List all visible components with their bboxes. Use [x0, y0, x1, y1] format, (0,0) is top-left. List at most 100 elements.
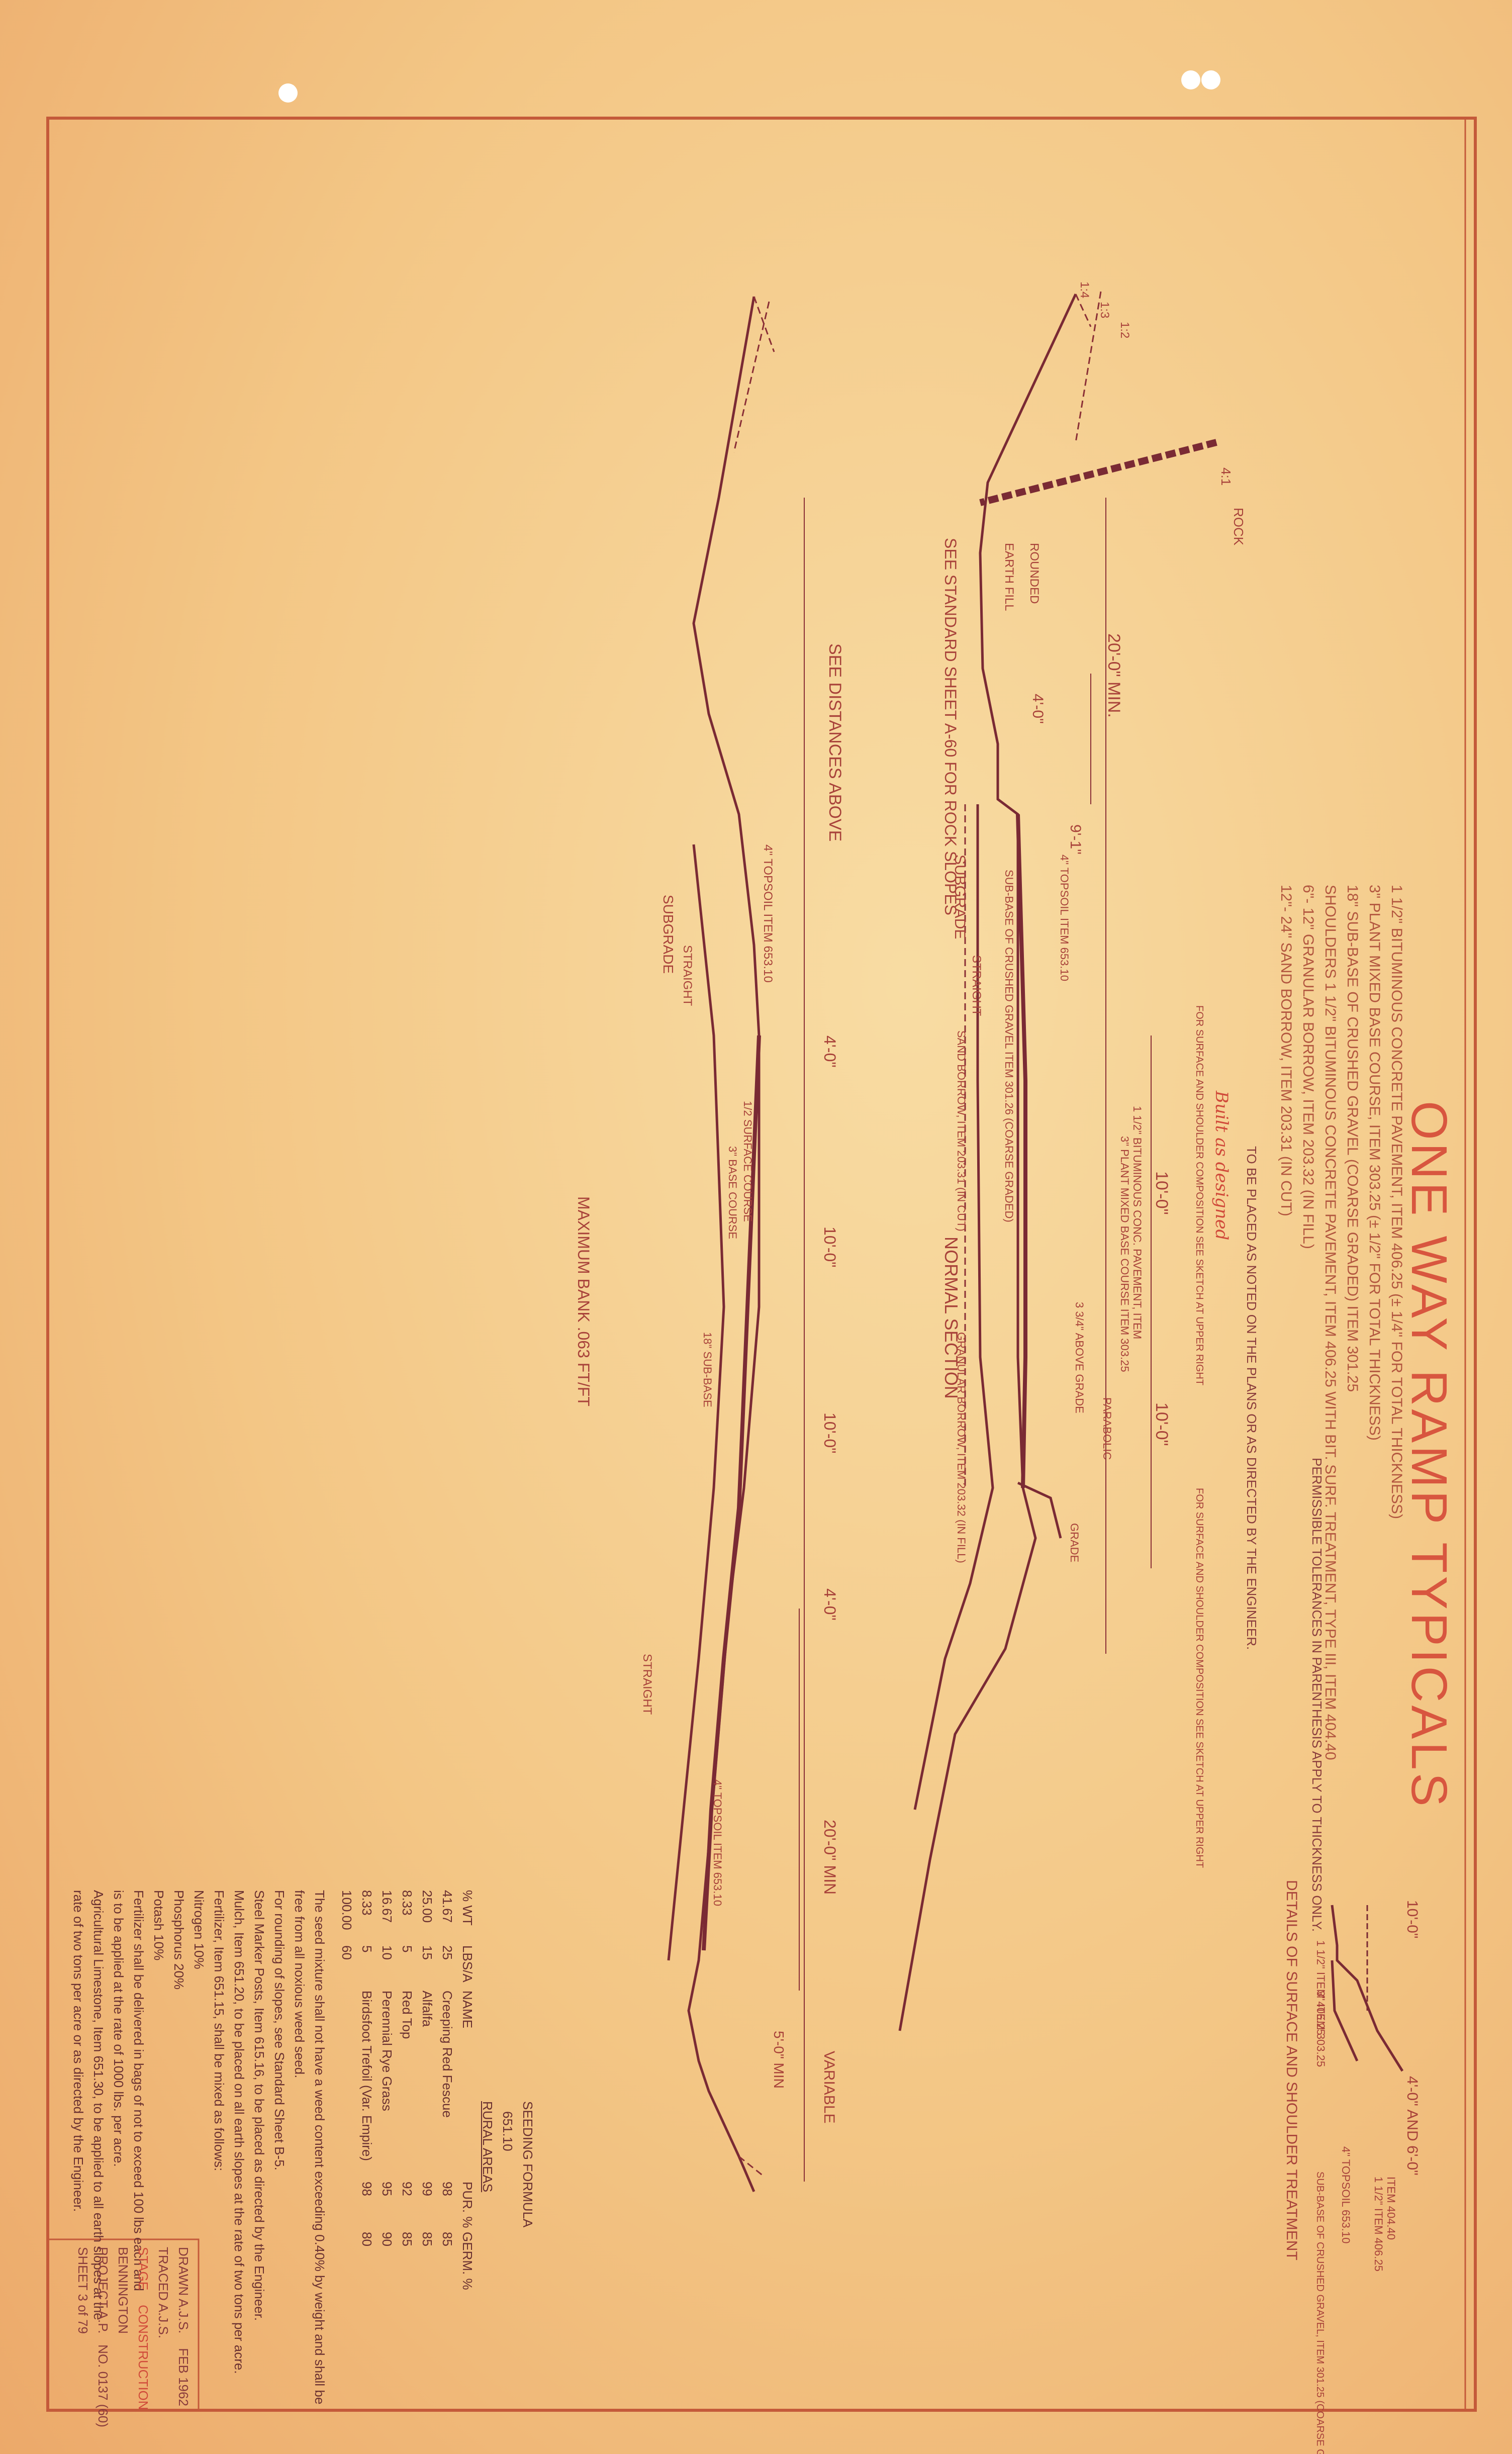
bank-section-subgrade-line	[667, 844, 725, 1961]
bank-topsoil-label: 4" TOPSOIL ITEM 653.10	[761, 844, 775, 983]
details-title: DETAILS OF SURFACE AND SHOULDER TREATMEN…	[1283, 1880, 1300, 2260]
bank-min-5-label: 5'-0" MIN	[771, 2031, 787, 2089]
detail-item-303-label: 3" ITEM 303.25	[1314, 1991, 1327, 2067]
project-label: PROJECT	[96, 2247, 111, 2308]
bank-straight-label-2: STRAIGHT	[640, 1654, 654, 1715]
seeding-cell	[337, 2182, 357, 2232]
pavement-notes: 1 1/2" BITUMINOUS CONCRETE PAVEMENT, ITE…	[1275, 885, 1407, 1760]
seeding-cell: 60	[339, 1945, 354, 1960]
drawn-by: DRAWN A.J.S.	[176, 2247, 191, 2334]
project-value: A.P.	[96, 2310, 111, 2334]
seeding-cell: NAME	[460, 1991, 475, 2029]
seeding-cell: 8.33	[359, 1890, 374, 1916]
width-10-label-2: 10'-0"	[1152, 1402, 1171, 1446]
pavement-note-tail: TO BE PLACED AS NOTED ON THE PLANS OR AS…	[1244, 1146, 1259, 1650]
normal-section-ground-line	[898, 293, 1077, 2031]
slope-label: 1:2	[1118, 322, 1131, 338]
title-block-box	[47, 2238, 200, 2411]
grade-label: GRADE	[1068, 1523, 1081, 1562]
topsoil-label: 4" TOPSOIL ITEM 653.10	[1058, 855, 1071, 981]
seeding-cell: 85	[420, 2232, 435, 2246]
seeding-cell: 90	[380, 2232, 395, 2246]
drawing-title: ONE WAY RAMP TYPICALS	[1401, 1101, 1457, 1810]
seeding-note: The seed mixture shall not have a weed c…	[312, 1890, 327, 2405]
seeding-cell: 100.00	[339, 1890, 354, 1930]
bit-conc-label: 1 1/2" BITUMINOUS CONC. PAVEMENT, ITEM	[1131, 1106, 1144, 1339]
seeding-cell: 5	[400, 1945, 415, 1953]
seeding-item: 651.10	[500, 2111, 515, 2151]
tolerance-note: PERMISSIBLE TOLERANCES IN PARENTHESIS AP…	[1309, 1458, 1325, 1932]
sheet-of: of	[75, 2305, 90, 2316]
bank-variable-label: VARIABLE	[821, 2051, 837, 2124]
pavement-note: 1 1/2" BITUMINOUS CONCRETE PAVEMENT, ITE…	[1388, 885, 1405, 1519]
see-distances-label: SEE DISTANCES ABOVE	[825, 643, 844, 841]
punch-hole	[1181, 70, 1200, 89]
sheet-number: 3	[75, 2294, 90, 2301]
seeding-cell: 25	[440, 1945, 455, 1960]
parabolic-label: PARABOLIC	[1101, 1397, 1113, 1460]
seeding-cell	[337, 2232, 357, 2282]
bank-subgrade-label: SUBGRADE	[660, 895, 676, 974]
seeding-cell: Creeping Red Fescue	[440, 1991, 455, 2118]
bank-topsoil-label-2: 4" TOPSOIL ITEM 653.10	[711, 1779, 724, 1906]
seeding-cell: GERM. %	[460, 2232, 475, 2290]
seeding-note: Fertilizer, Item 651.15, shall be mixed …	[212, 1890, 227, 2172]
pavement-note: 18" SUB-BASE OF CRUSHED GRAVEL (COARSE G…	[1344, 885, 1361, 1392]
seeding-note: Mulch, Item 651.20, to be placed on all …	[232, 1890, 247, 2374]
width-10-label-1: 10'-0"	[1152, 1171, 1171, 1215]
seeding-cell	[337, 1991, 357, 2182]
normal-section-slope-lines	[964, 291, 1102, 1488]
handwritten-note: Built as designed	[1211, 1091, 1232, 1241]
seeding-cell: 85	[440, 2232, 455, 2246]
rock-slope-label: 4:1	[1218, 467, 1234, 486]
town-label: BENNINGTON	[116, 2247, 131, 2334]
bank-width-4-label: 4'-0"	[821, 1035, 839, 1068]
seeding-title: SEEDING FORMULA	[520, 2101, 535, 2228]
bank-min-20-label: 20'-0" MIN	[821, 1820, 839, 1895]
bank-section-ground-line	[687, 296, 761, 2192]
sheet-label: SHEET	[75, 2247, 90, 2291]
seeding-note: free from all noxious weed seed.	[292, 1890, 307, 2079]
normal-section-label: NORMAL SECTION	[941, 1237, 962, 1399]
straight-label: STRAIGHT	[970, 955, 983, 1016]
stage-label: STAGE	[136, 2247, 151, 2291]
seeding-note: For rounding of slopes, see Standard She…	[272, 1890, 287, 2170]
bank-width-10-label-2: 10'-0"	[821, 1412, 839, 1454]
slope-label: 1:4	[1078, 281, 1091, 298]
seeding-cell: Birdsfoot Trefoil (Var. Empire)	[359, 1991, 374, 2161]
earth-fill-label: EARTH FILL	[1002, 543, 1016, 611]
bank-section-pavement-top	[702, 1035, 761, 1951]
seeding-cell: LBS/A	[460, 1945, 475, 1983]
sheet-total: 79	[75, 2319, 90, 2334]
rounded-label: ROUNDED	[1027, 543, 1041, 604]
seeding-cell: 8.33	[400, 1890, 415, 1916]
bank-sub-base-label: 18" SUB-BASE	[701, 1332, 714, 1407]
seeding-cell: Red Top	[400, 1991, 415, 2039]
seeding-cell: 85	[400, 2232, 415, 2246]
above-grade-label: 3 3/4" ABOVE GRADE	[1073, 1302, 1086, 1413]
seeding-cell: 99	[420, 2182, 435, 2196]
normal-section-profile	[898, 293, 1077, 2031]
slope-label: 1:3	[1098, 302, 1111, 318]
bank-width-4-label-2: 4'-0"	[821, 1588, 839, 1621]
sub-base-label: SUB-BASE OF CRUSHED GRAVEL ITEM 301.26 (…	[1003, 870, 1015, 1222]
granular-borrow-label: GRANULAR BORROW, ITEM 203.32 (IN FILL)	[955, 1332, 968, 1563]
normal-section-dimensions	[799, 498, 1152, 2182]
seeding-row: 100.00 60	[337, 1890, 357, 2404]
bank-surface-course-label: 1/2 SURFACE COURSE	[741, 1101, 754, 1222]
seeding-cell: 41.67	[440, 1890, 455, 1923]
normal-section-subgrade-line	[913, 804, 994, 1810]
bank-section-slope-lines	[733, 296, 775, 2178]
sand-borrow-label: SAND BORROW, ITEM 203.31 (IN CUT)	[955, 1030, 968, 1232]
rock-label: ROCK	[1231, 508, 1246, 546]
normal-section-pavement-top	[1016, 814, 1027, 1488]
punch-hole	[1201, 70, 1220, 89]
seeding-cell: 98	[440, 2182, 455, 2196]
